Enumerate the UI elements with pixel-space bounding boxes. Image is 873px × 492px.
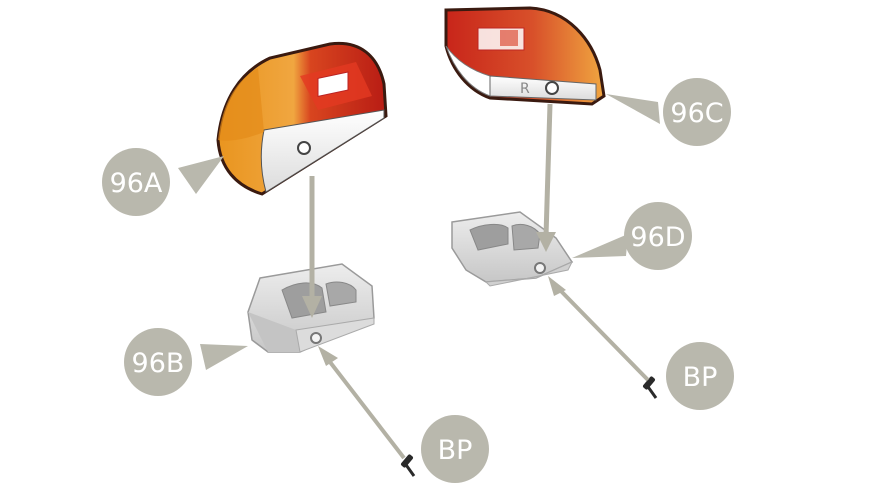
- callout-label-96a: 96A: [110, 168, 163, 199]
- lens-96c: R: [446, 8, 604, 104]
- callout-96c: 96C: [606, 78, 731, 146]
- callout-96d: 96D: [572, 202, 692, 270]
- callout-label-96b: 96B: [132, 348, 185, 379]
- callout-label-96c: 96C: [670, 98, 723, 129]
- callout-96a: 96A: [102, 148, 224, 216]
- callout-label-bp-left: BP: [438, 435, 473, 466]
- callout-label-96d: 96D: [630, 222, 685, 253]
- screw-bp-right: [642, 376, 656, 398]
- callout-label-bp-right: BP: [683, 362, 718, 393]
- callout-bp-left: BP: [421, 415, 489, 483]
- callout-96b: 96B: [124, 328, 248, 396]
- housing-96d: [452, 212, 572, 286]
- lens-marking-r: R: [520, 81, 530, 97]
- callout-bp-right: BP: [666, 342, 734, 410]
- lens-96a: [218, 43, 386, 194]
